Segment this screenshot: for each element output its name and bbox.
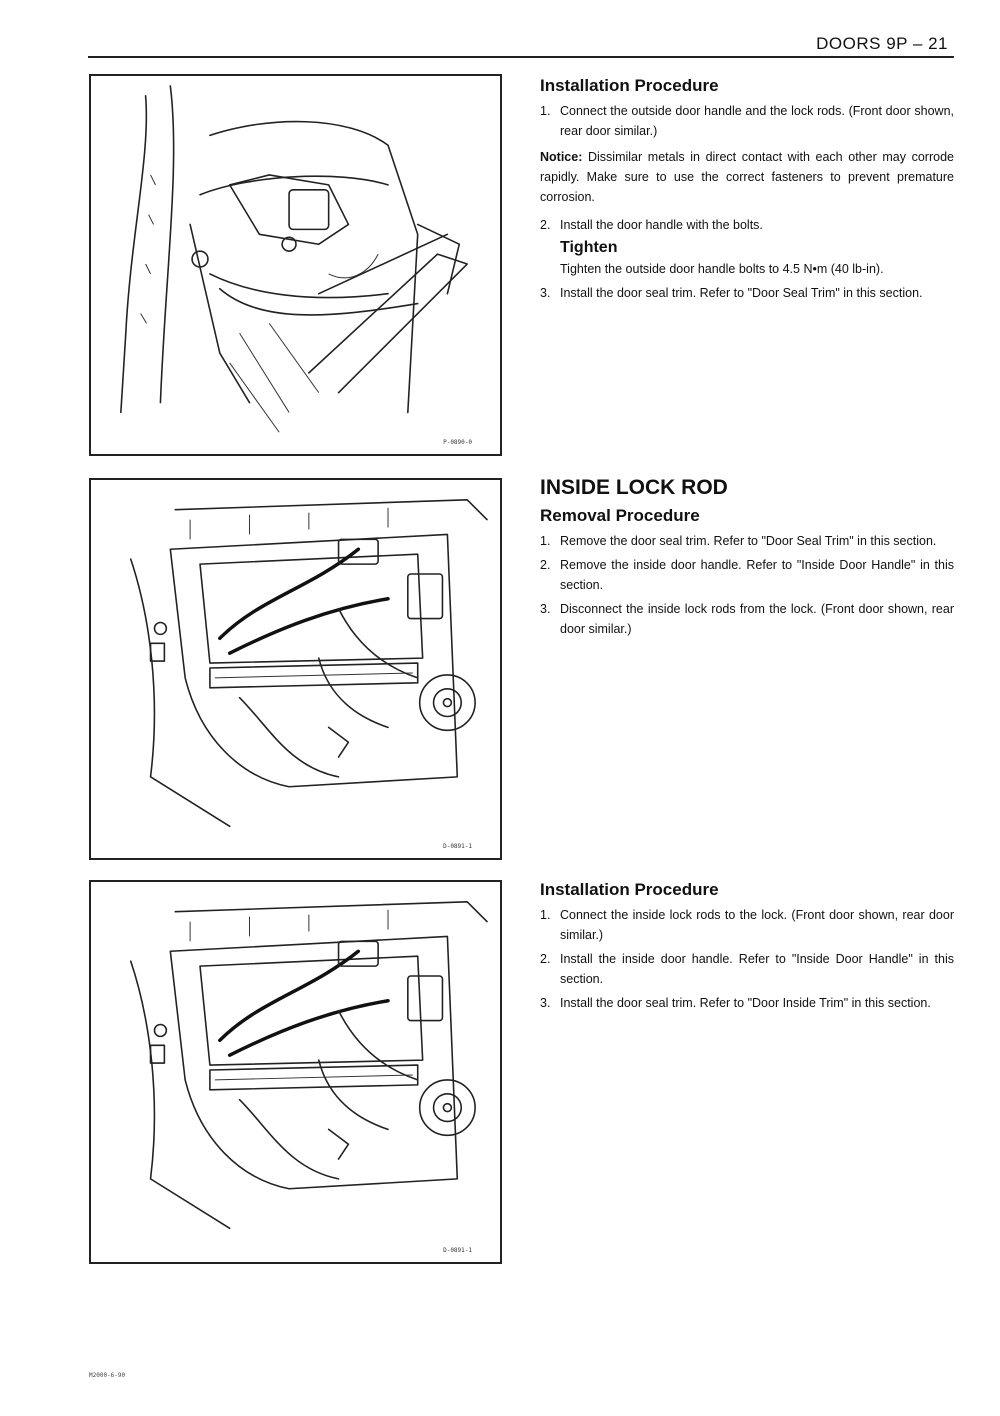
door-inner-panel-illustration <box>129 498 488 828</box>
step-number: 1. <box>540 534 551 548</box>
door-handle-illustration <box>120 85 468 433</box>
figure-code: D-0891-1 <box>443 1247 472 1254</box>
step-number: 2. <box>540 218 551 232</box>
step-text: Install the door handle with the bolts. <box>560 218 763 232</box>
tighten-title: Tighten <box>560 239 618 256</box>
notice: Notice: Dissimilar metals in direct cont… <box>540 147 954 207</box>
step-text: Connect the outside door handle and the … <box>560 104 954 138</box>
door-inner-panel-illustration <box>129 901 488 1230</box>
installation-procedure-inside-lock-rod: Installation Procedure 1. Connect the in… <box>540 880 954 1017</box>
procedure-title: Installation Procedure <box>540 880 719 899</box>
step-number: 3. <box>540 286 551 300</box>
step-text: Install the door seal trim. Refer to "Do… <box>560 996 931 1010</box>
procedure-step: 3. Disconnect the inside lock rods from … <box>540 599 954 639</box>
notice-label: Notice: <box>540 150 583 164</box>
figure-code: D-0891-1 <box>443 843 472 850</box>
notice-text: Dissimilar metals in direct contact with… <box>540 150 954 204</box>
procedure-step: 2. Install the door handle with the bolt… <box>540 215 954 235</box>
procedure-step: 2. Install the inside door handle. Refer… <box>540 949 954 989</box>
footer-code: M2000-6-90 <box>89 1372 126 1379</box>
procedure-step: 1. Connect the inside lock rods to the l… <box>540 905 954 945</box>
step-text: Disconnect the inside lock rods from the… <box>560 602 954 636</box>
figure-code: P-0890-0 <box>443 439 472 446</box>
procedure-title: Installation Procedure <box>540 76 719 95</box>
installation-procedure-outside-handle: Installation Procedure 1. Connect the ou… <box>540 76 954 307</box>
step-number: 1. <box>540 908 551 922</box>
procedure-step: 2. Remove the inside door handle. Refer … <box>540 555 954 595</box>
step-text: Install the door seal trim. Refer to "Do… <box>560 286 923 300</box>
step-number: 3. <box>540 602 551 616</box>
step-text: Install the inside door handle. Refer to… <box>560 952 954 986</box>
figure-inside-lock-rod-install: D-0891-1 <box>89 880 502 1264</box>
procedure-step: 1. Remove the door seal trim. Refer to "… <box>540 531 954 551</box>
page-title: DOORS 9P – 21 <box>816 34 948 53</box>
tighten-spec: Tighten Tighten the outside door handle … <box>560 239 954 279</box>
step-number: 1. <box>540 104 551 118</box>
procedure-title: Removal Procedure <box>540 506 700 525</box>
inside-lock-rod-section: INSIDE LOCK ROD Removal Procedure 1. Rem… <box>540 476 954 643</box>
step-text: Connect the inside lock rods to the lock… <box>560 908 954 942</box>
step-number: 2. <box>540 952 551 966</box>
page-header: DOORS 9P – 21 <box>88 30 954 58</box>
step-text: Remove the inside door handle. Refer to … <box>560 558 954 592</box>
procedure-step: 1. Connect the outside door handle and t… <box>540 101 954 141</box>
figure-outside-handle-install: P-0890-0 <box>89 74 502 456</box>
step-number: 2. <box>540 558 551 572</box>
procedure-step: 3. Install the door seal trim. Refer to … <box>540 283 954 303</box>
step-number: 3. <box>540 996 551 1010</box>
figure-inside-lock-rod-removal: D-0891-1 <box>89 478 502 860</box>
step-text: Remove the door seal trim. Refer to "Doo… <box>560 534 937 548</box>
tighten-text: Tighten the outside door handle bolts to… <box>560 262 884 276</box>
section-title: INSIDE LOCK ROD <box>540 476 728 499</box>
procedure-step: 3. Install the door seal trim. Refer to … <box>540 993 954 1013</box>
